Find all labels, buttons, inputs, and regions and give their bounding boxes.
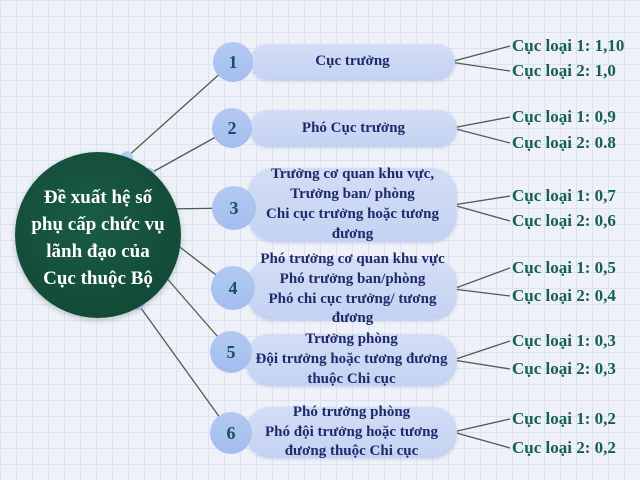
- connector-line: [452, 267, 511, 290]
- position-box-line: Phó đội trưởng hoặc tương: [265, 423, 438, 440]
- position-box-line: Cục trưởng: [315, 53, 390, 70]
- position-box-2: Phó Cục trưởng: [250, 110, 457, 147]
- connector-line: [449, 45, 511, 63]
- central-topic-line: Cục thuộc Bộ: [43, 268, 153, 289]
- connector-line: [452, 195, 511, 206]
- node-number-4: 4: [211, 266, 255, 310]
- value-label: Cục loại 2: 0,6: [512, 211, 616, 230]
- connector-line: [452, 431, 511, 449]
- position-box-line: đương thuộc Chi cục: [284, 443, 419, 460]
- value-label: Cục loại 2: 0,4: [512, 286, 616, 305]
- value-label: Cục loại 2: 0,2: [512, 438, 616, 457]
- node-number-label: 6: [226, 422, 236, 443]
- connector-line: [452, 418, 511, 433]
- node-number-2: 2: [212, 108, 252, 148]
- connector-line: [137, 303, 232, 434]
- connector-line: [452, 204, 511, 222]
- connector-line: [451, 127, 511, 144]
- position-box-1: Cục trưởng: [250, 44, 455, 80]
- value-label: Cục loại 1: 0,3: [512, 331, 616, 350]
- position-box-line: Trưởng phòng: [305, 331, 398, 348]
- position-box-line: thuộc Chi cục: [307, 370, 396, 387]
- position-box-line: Trưởng ban/ phòng: [290, 186, 415, 203]
- node-number-label: 3: [229, 197, 239, 218]
- node-number-6: 6: [210, 412, 252, 454]
- central-topic-circle: Đề xuất hệ số phụ cấp chức vụ lãnh đạo c…: [15, 152, 181, 318]
- position-box-5: Trưởng phòng Đội trưởng hoặc tương đương…: [246, 331, 457, 387]
- connector-line: [452, 359, 511, 370]
- position-box-line: Trưởng cơ quan khu vực,: [270, 166, 435, 183]
- position-box-line: Phó trưởng cơ quan khu vực: [260, 250, 445, 267]
- connector-line: [449, 61, 511, 72]
- position-box-line: Phó chi cục trưởng/ tương đương: [268, 290, 437, 327]
- central-topic-line: phụ cấp chức vụ: [31, 214, 165, 235]
- value-label: Cục loại 2: 1,0: [512, 61, 616, 80]
- connector-line: [452, 340, 511, 361]
- value-label: Cục loại 1: 1,10: [512, 36, 625, 55]
- value-label: Cục loại 1: 0,2: [512, 409, 616, 428]
- connector-line: [451, 116, 511, 129]
- node-number-label: 1: [228, 51, 238, 72]
- position-box-6: Phó trưởng phòng Phó đội trưởng hoặc tươ…: [246, 404, 457, 459]
- node-number-label: 2: [227, 117, 237, 138]
- value-label: Cục loại 2: 0,3: [512, 359, 616, 378]
- position-box-line: Phó trưởng ban/phòng: [279, 270, 426, 287]
- connector-line: [452, 288, 511, 297]
- position-box-4: Phó trưởng cơ quan khu vực Phó trưởng ba…: [248, 251, 457, 326]
- node-number-3: 3: [212, 186, 256, 230]
- value-label: Cục loại 2: 0.8: [512, 133, 616, 152]
- central-topic-text: Đề xuất hệ số phụ cấp chức vụ lãnh đạo c…: [31, 178, 164, 292]
- central-topic-line: Đề xuất hệ số: [43, 187, 153, 208]
- position-box-3: Trưởng cơ quan khu vực, Trưởng ban/ phòn…: [248, 166, 457, 242]
- node-number-1: 1: [213, 42, 253, 82]
- value-label: Cục loại 1: 0,5: [512, 258, 616, 277]
- position-box-line: Phó trưởng phòng: [292, 403, 411, 420]
- value-label: Cục loại 1: 0,9: [512, 107, 616, 126]
- position-box-line: Phó Cục trưởng: [301, 119, 406, 136]
- connector-line: [126, 61, 234, 158]
- position-box-line: Chi cục trưởng hoặc tương đương: [266, 206, 439, 242]
- position-box-line: Đội trưởng hoặc tương đương: [255, 351, 448, 368]
- node-number-5: 5: [210, 331, 252, 373]
- node-number-label: 5: [226, 341, 236, 362]
- node-number-label: 4: [228, 277, 238, 298]
- central-topic-line: lãnh đạo của: [46, 241, 150, 262]
- value-label: Cục loại 1: 0,7: [512, 186, 616, 205]
